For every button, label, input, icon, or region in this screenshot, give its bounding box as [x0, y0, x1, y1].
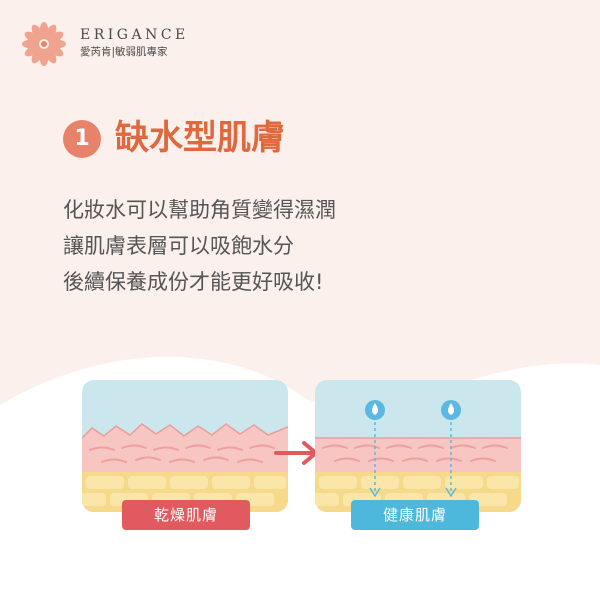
healthy-skin-layers-icon	[315, 380, 521, 512]
brand: ERIGANCE 愛芮肯|敏弱肌專家	[80, 27, 189, 59]
description: 化妝水可以幫助角質變得濕潤 讓肌膚表層可以吸飽水分 後續保養成份才能更好吸收!	[63, 192, 423, 300]
dry-skin-layers-icon	[82, 380, 288, 512]
dry-skin-panel	[82, 380, 288, 512]
brand-name: ERIGANCE	[80, 27, 189, 43]
brand-tagline: 愛芮肯|敏弱肌專家	[80, 46, 168, 58]
healthy-skin-panel	[315, 380, 521, 512]
water-drop-icon	[441, 400, 461, 498]
water-drop-icon	[365, 400, 385, 498]
description-line: 化妝水可以幫助角質變得濕潤	[63, 198, 336, 222]
step-number-badge: 1	[63, 120, 101, 158]
description-line: 讓肌膚表層可以吸飽水分	[63, 234, 294, 258]
dry-skin-label: 乾燥肌膚	[122, 500, 250, 530]
healthy-skin-label: 健康肌膚	[351, 500, 479, 530]
description-line: 後續保養成份才能更好吸收!	[63, 270, 324, 294]
flower-logo-icon	[22, 22, 66, 66]
page-title: 缺水型肌膚	[115, 118, 285, 158]
